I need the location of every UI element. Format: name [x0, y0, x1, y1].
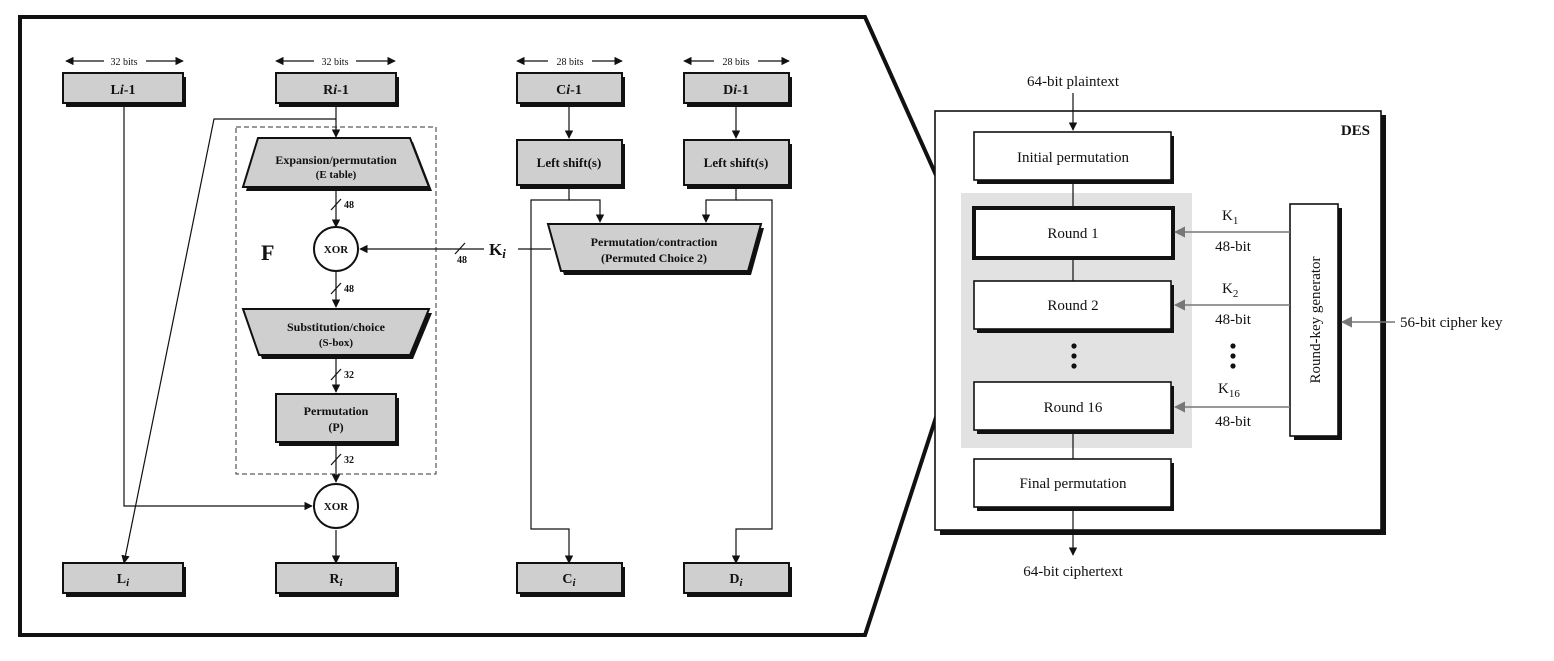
svg-text:Di-1: Di-1: [723, 83, 749, 98]
rounds-ellipsis-icon: [1071, 343, 1077, 369]
substitution-sbox: Substitution/choice (S-box): [241, 308, 432, 359]
wire-c-to-ci: [530, 199, 574, 564]
f-label: F: [261, 240, 274, 265]
svg-text:48: 48: [344, 284, 354, 295]
pc2-box: Permutation/contraction (Permuted Choice…: [546, 223, 764, 275]
key-label-2: K2 48-bit: [1215, 281, 1252, 328]
round-key-generator-box: Round-key generator: [1289, 203, 1342, 440]
svg-text:Substitution/choice: Substitution/choice: [287, 320, 386, 334]
svg-text:Left shift(s): Left shift(s): [704, 155, 769, 170]
svg-text:48-bit: 48-bit: [1215, 414, 1252, 430]
left-shift-c-box: Left shift(s): [516, 139, 625, 189]
des-title: DES: [1341, 123, 1370, 139]
svg-text:Ri: Ri: [329, 572, 343, 589]
width-marker-after-s: 32: [330, 368, 354, 381]
expansion-permutation-box: Expansion/permutation (E table): [241, 137, 432, 191]
wire-r-to-li: [121, 118, 336, 564]
svg-text:Left shift(s): Left shift(s): [537, 155, 602, 170]
cipher-key-label: 56-bit cipher key: [1400, 315, 1503, 331]
svg-text:Expansion/permutation: Expansion/permutation: [275, 153, 397, 167]
round-detail-frame: [18, 15, 973, 637]
output-l-box: Li: [62, 562, 186, 597]
svg-text:K16: K16: [1218, 381, 1240, 400]
bit-width-c: 28 bits: [516, 55, 623, 68]
svg-text:48: 48: [457, 255, 467, 266]
svg-text:Ri-1: Ri-1: [323, 83, 349, 98]
bit-label-l: 32 bits: [111, 57, 138, 68]
svg-text:Ki: Ki: [489, 240, 506, 261]
svg-text:Li: Li: [117, 572, 130, 589]
svg-text:XOR: XOR: [324, 244, 350, 256]
svg-text:(E table): (E table): [316, 169, 357, 181]
bit-label-d: 28 bits: [723, 57, 750, 68]
svg-text:Ci: Ci: [562, 572, 576, 589]
initial-permutation-box: Initial permutation: [973, 131, 1174, 184]
wire-d-to-di: [731, 199, 773, 564]
wire-dshift-to-pc2: [701, 189, 737, 223]
bit-width-l: 32 bits: [65, 55, 184, 68]
width-marker-after-xor: 48: [330, 282, 354, 295]
svg-text:Initial permutation: Initial permutation: [1017, 150, 1130, 166]
input-c-box: Ci-1: [516, 72, 625, 107]
svg-text:Round 2: Round 2: [1047, 298, 1098, 314]
round-1-box: Round 1: [972, 206, 1175, 260]
svg-text:Ci-1: Ci-1: [556, 83, 582, 98]
svg-text:Permutation/contraction: Permutation/contraction: [591, 235, 718, 249]
key-ellipsis-icon: [1230, 343, 1236, 369]
bit-width-r: 32 bits: [275, 55, 396, 68]
xor-lr: XOR: [313, 483, 359, 529]
bit-label-c: 28 bits: [557, 57, 584, 68]
input-d-box: Di-1: [683, 72, 792, 107]
final-permutation-box: Final permutation: [973, 458, 1174, 511]
svg-text:(P): (P): [328, 420, 343, 434]
left-shift-d-box: Left shift(s): [683, 139, 792, 189]
width-marker-after-e: 48: [330, 198, 354, 211]
round-16-box: Round 16: [973, 381, 1174, 434]
svg-text:48-bit: 48-bit: [1215, 239, 1252, 255]
output-c-box: Ci: [516, 562, 625, 597]
svg-text:K2: K2: [1222, 281, 1238, 300]
plaintext-label: 64-bit plaintext: [1027, 74, 1120, 90]
wire-l-to-xor: [123, 107, 313, 511]
des-overview-panel: DES 64-bit plaintext Initial permutation…: [934, 74, 1503, 580]
svg-text:K1: K1: [1222, 208, 1238, 227]
input-r-box: Ri-1: [275, 72, 399, 107]
width-marker-key: 48: [454, 242, 467, 266]
width-marker-after-p: 32: [330, 453, 354, 466]
svg-text:(S-box): (S-box): [319, 337, 354, 349]
svg-text:32: 32: [344, 455, 354, 466]
svg-text:32: 32: [344, 370, 354, 381]
svg-text:XOR: XOR: [324, 501, 350, 513]
svg-text:Round 1: Round 1: [1047, 226, 1098, 242]
svg-text:Li-1: Li-1: [111, 83, 136, 98]
input-l-box: Li-1: [62, 72, 186, 107]
ciphertext-label: 64-bit ciphertext: [1023, 564, 1123, 580]
svg-text:48: 48: [344, 200, 354, 211]
svg-text:Di: Di: [729, 572, 743, 589]
svg-text:48-bit: 48-bit: [1215, 312, 1252, 328]
output-d-box: Di: [683, 562, 792, 597]
bit-width-d: 28 bits: [683, 55, 790, 68]
key-label-16: K16 48-bit: [1215, 381, 1252, 430]
svg-text:Round-key generator: Round-key generator: [1308, 256, 1324, 383]
round-2-box: Round 2: [973, 280, 1174, 333]
output-r-box: Ri: [275, 562, 399, 597]
svg-text:(Permuted Choice 2): (Permuted Choice 2): [601, 251, 707, 265]
xor-f: XOR: [313, 226, 359, 272]
svg-text:Final permutation: Final permutation: [1019, 476, 1127, 492]
permutation-p-box: Permutation (P): [275, 393, 399, 446]
key-label-1: K1 48-bit: [1215, 208, 1252, 255]
round-key-label: Ki: [484, 236, 518, 261]
wire-cshift-to-pc2: [568, 189, 605, 223]
svg-text:Round 16: Round 16: [1044, 400, 1103, 416]
svg-text:Permutation: Permutation: [304, 404, 369, 418]
bit-label-r: 32 bits: [322, 57, 349, 68]
round-detail-panel: 32 bits 32 bits 28 bits 28 bits Li-1: [18, 15, 973, 637]
